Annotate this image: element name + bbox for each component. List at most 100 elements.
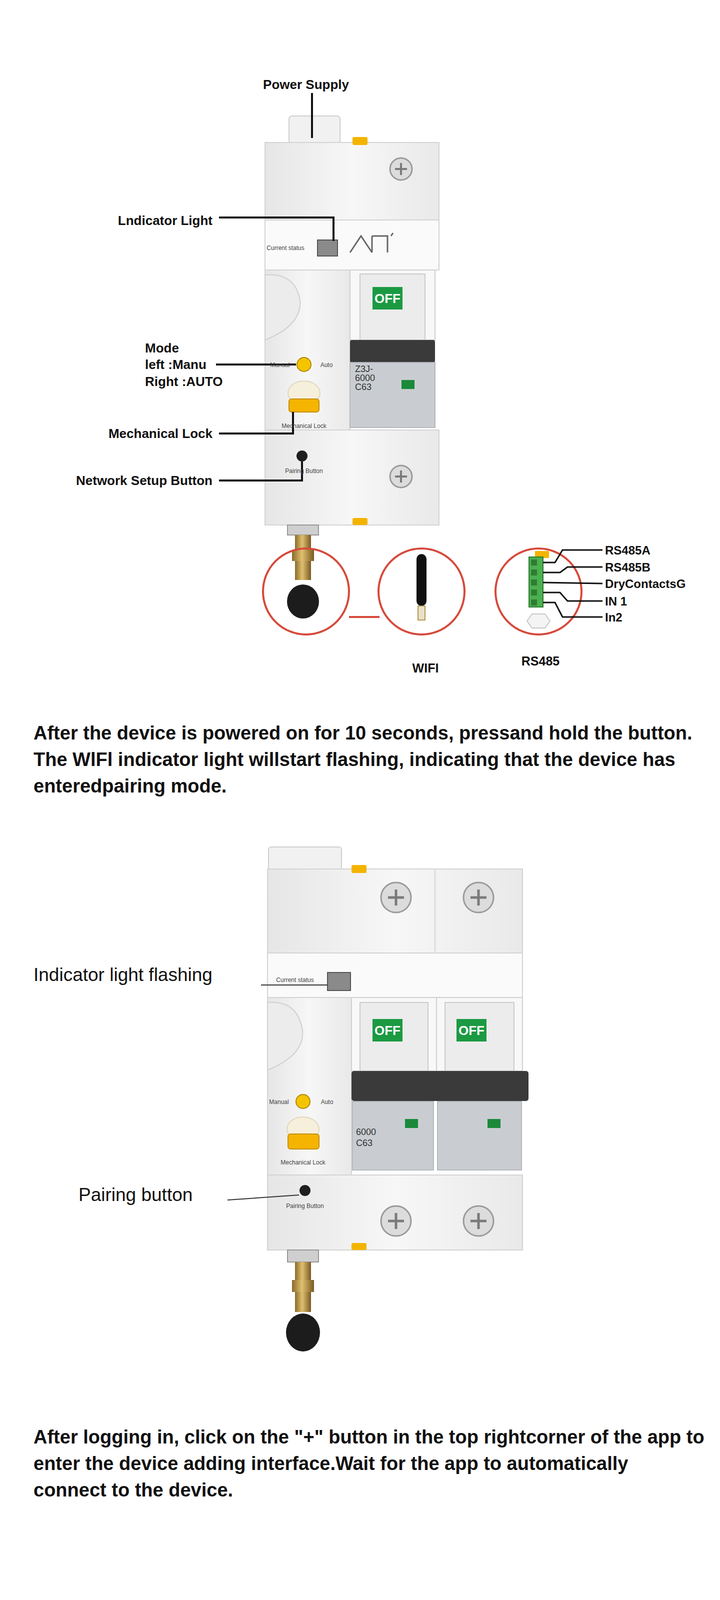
housing-bump	[267, 1002, 303, 1070]
handle-bar	[350, 340, 435, 363]
callout-label: RS485	[521, 653, 560, 669]
pin-leader	[543, 550, 603, 563]
part-label: Pairing button	[78, 1184, 193, 1206]
wifi-antenna	[416, 554, 427, 606]
antenna-stub	[286, 1313, 320, 1352]
pin-leader	[543, 567, 603, 573]
screw-slot	[470, 889, 487, 906]
left-housing	[265, 270, 350, 430]
screw	[463, 1206, 494, 1236]
leader-lines	[227, 985, 328, 1200]
rating-text: Z3J-	[355, 363, 373, 375]
rating-text: C63	[355, 381, 372, 393]
connector-nut	[292, 1280, 314, 1292]
terminal-base	[527, 614, 550, 628]
part-label: Network Setup Button	[76, 473, 213, 489]
bottom-section	[265, 430, 439, 525]
pin-name: RS485B	[605, 560, 651, 575]
handle	[360, 274, 425, 340]
handle-bar	[351, 1071, 529, 1101]
breaker-single	[263, 116, 582, 635]
callout-circle	[495, 548, 582, 635]
panel-text: Mechanical Lock	[280, 1159, 325, 1166]
breaker-double	[267, 847, 529, 1352]
leader-line	[227, 1195, 299, 1200]
pin-name: DryContactsG	[605, 576, 686, 591]
connector-nut	[292, 550, 314, 561]
screw-slot	[395, 470, 407, 483]
indicator-panel	[267, 953, 523, 998]
terminal-pin	[531, 589, 537, 596]
screw	[381, 1206, 411, 1236]
off-flag-text: OFF	[458, 1023, 485, 1039]
terminal-pin	[531, 559, 537, 566]
pin-leader	[543, 582, 603, 584]
connector-base	[287, 1250, 319, 1262]
din-clip	[351, 865, 367, 873]
terminal-pin	[531, 599, 537, 606]
rating-text: 6000	[355, 372, 375, 384]
panel-text: Pairing Button	[285, 467, 323, 475]
connector-base	[287, 525, 319, 535]
handle	[360, 1002, 428, 1071]
mode-knob	[296, 1094, 310, 1109]
pin-leader	[543, 602, 603, 617]
screw	[390, 465, 412, 488]
pin-name: RS485A	[605, 543, 651, 558]
rating-window	[352, 1101, 434, 1170]
part-label: Power Supply	[263, 77, 349, 93]
din-clip	[352, 137, 368, 145]
callout-label: WIFI	[412, 660, 439, 676]
screw-slot	[388, 1213, 404, 1229]
off-flag	[456, 1019, 487, 1042]
power-plug	[268, 847, 342, 870]
callout-link	[349, 616, 380, 618]
instruction-note: After logging in, click on the "+" butto…	[33, 1424, 706, 1504]
panel-text: Auto	[320, 361, 333, 369]
part-label: Mode	[145, 340, 179, 356]
brand-logo	[350, 233, 393, 253]
status-window	[405, 1119, 418, 1128]
din-clip	[352, 518, 368, 525]
antenna-stub	[287, 584, 319, 619]
panel-text: Mechanical Lock	[281, 422, 326, 430]
part-label: Right :AUTO	[145, 374, 223, 390]
part-label: left :Manu	[145, 357, 207, 373]
pairing-button	[299, 1185, 311, 1196]
left-housing	[267, 997, 352, 1175]
mode-knob	[297, 357, 311, 372]
handle-chamber	[436, 997, 523, 1071]
off-flag	[372, 1019, 403, 1042]
panel-text: Manual	[270, 361, 290, 369]
bottom-section	[267, 1175, 523, 1250]
panel-text: Manual	[269, 1098, 289, 1106]
off-flag-text: OFF	[374, 1023, 401, 1039]
screw	[381, 882, 411, 913]
pairing-button	[296, 450, 308, 462]
indicator-light	[317, 240, 338, 256]
rating-text: C63	[356, 1137, 373, 1149]
indicator-light	[327, 972, 351, 991]
indicator-panel	[265, 220, 439, 270]
screw	[390, 158, 412, 180]
pin-name: IN 1	[605, 594, 627, 609]
rating-window	[350, 362, 435, 428]
leader-line	[311, 93, 313, 138]
pin-name: In2	[605, 610, 623, 625]
off-flag	[372, 287, 403, 310]
screw-slot	[470, 1213, 487, 1229]
top-section	[265, 142, 439, 220]
terminal-pin	[531, 579, 537, 586]
callout-circle	[378, 548, 465, 635]
panel-text: Pairing Button	[286, 1202, 324, 1210]
handle-chamber	[351, 997, 437, 1071]
mechanical-lock	[288, 1134, 319, 1149]
panel-text: Current status	[276, 976, 314, 984]
panel-text: Current status	[266, 244, 304, 252]
housing-bump	[265, 275, 300, 340]
screw	[463, 882, 494, 913]
power-plug	[289, 116, 340, 144]
leader-line	[261, 984, 328, 986]
